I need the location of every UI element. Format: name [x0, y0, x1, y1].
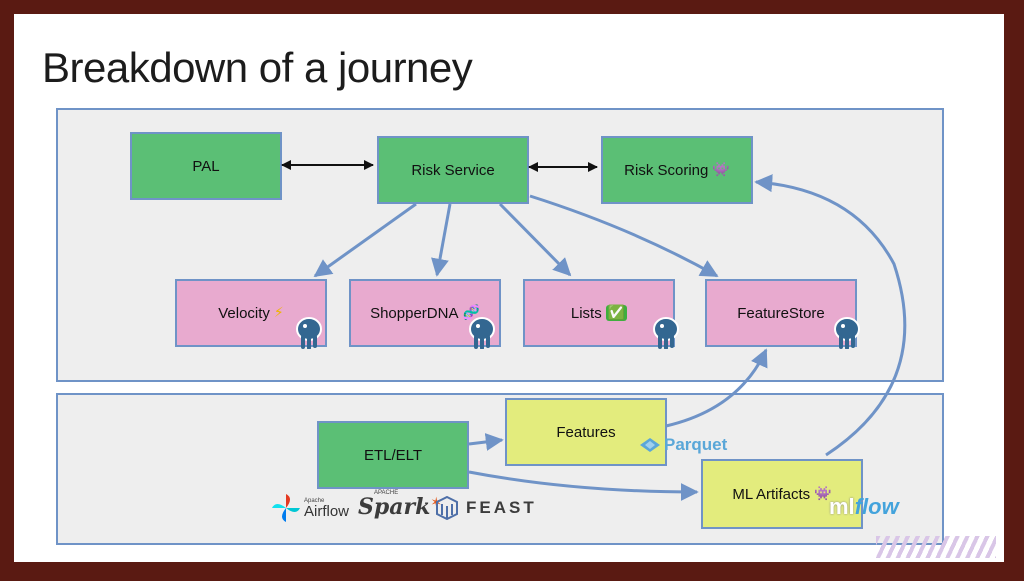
- mlflow-logo: ml flow: [829, 494, 899, 520]
- risk-service-velocity-arrow: [313, 202, 417, 278]
- etl-node: ETL/ELT: [317, 421, 469, 489]
- etl-features-arrow: [468, 433, 504, 451]
- velocity-node: Velocity ⚡: [175, 279, 327, 347]
- postgres-elephant-icon: [469, 317, 495, 349]
- connector-arrows: [281, 160, 907, 501]
- airflow-small-label: Apache: [304, 497, 325, 504]
- risk-service-label: Risk Service: [411, 161, 495, 179]
- decorative-stripes: [876, 536, 996, 558]
- slide: Breakdown of a journey PAL Risk Service …: [14, 14, 1004, 562]
- lightning-icon: ⚡: [273, 305, 284, 321]
- risk-service-shopper-dna-arrow: [431, 203, 452, 277]
- check-mark-icon: ✅: [605, 305, 628, 321]
- feast-logo: FEAST: [436, 496, 537, 520]
- ml-artifacts-label: ML Artifacts: [732, 485, 811, 503]
- feast-label: FEAST: [466, 498, 537, 517]
- dna-icon: 🧬: [462, 305, 480, 321]
- shopper-dna-node: ShopperDNA 🧬: [349, 279, 501, 347]
- shopper-dna-label: ShopperDNA: [370, 304, 459, 322]
- airflow-logo: Apache Airflow: [270, 492, 349, 524]
- mlflow-ml-label: ml: [829, 494, 855, 519]
- postgres-elephant-icon: [296, 317, 322, 349]
- postgres-elephant-icon: [834, 317, 860, 349]
- feast-cube-icon: [436, 496, 458, 520]
- features-label: Features: [556, 423, 616, 441]
- lists-label: Lists: [570, 304, 602, 322]
- ml-artifacts-risk-scoring-arrow: [754, 174, 907, 457]
- alien-monster-icon: 👾: [814, 486, 832, 502]
- postgres-elephant-icon: [653, 317, 679, 349]
- velocity-label: Velocity: [218, 304, 270, 322]
- pal-node: PAL: [130, 132, 282, 200]
- lists-node: Lists ✅: [523, 279, 675, 347]
- features-node: Features: [505, 398, 667, 466]
- spark-small-label: APACHE: [374, 490, 399, 496]
- parquet-label: Parquet: [664, 435, 728, 454]
- risk-service-feature-store-arrow: [529, 194, 719, 278]
- slide-title: Breakdown of a journey: [42, 44, 473, 91]
- risk-service-lists-arrow: [498, 202, 572, 277]
- feature-store-node: FeatureStore: [705, 279, 857, 347]
- airflow-pinwheel-icon: [272, 494, 300, 522]
- parquet-icon: [640, 438, 660, 452]
- airflow-label: Airflow: [304, 502, 350, 520]
- feature-store-label: FeatureStore: [737, 304, 825, 322]
- features-feature-store-arrow: [665, 348, 768, 428]
- alien-monster-icon: 👾: [712, 162, 730, 178]
- etl-label: ETL/ELT: [363, 446, 423, 464]
- spark-label: Spark: [358, 494, 431, 520]
- mlflow-flow-label: flow: [854, 494, 899, 519]
- risk-service-node: Risk Service: [377, 136, 529, 204]
- ml-artifacts-node: ML Artifacts 👾: [701, 459, 863, 529]
- risk-scoring-node: Risk Scoring 👾: [601, 136, 753, 204]
- parquet-logo: Parquet: [638, 435, 727, 455]
- risk-scoring-label: Risk Scoring: [624, 161, 709, 179]
- spark-logo: APACHE Spark ✶: [358, 490, 442, 518]
- etl-ml-artifacts-arrow: [468, 470, 699, 501]
- pal-label: PAL: [192, 157, 220, 175]
